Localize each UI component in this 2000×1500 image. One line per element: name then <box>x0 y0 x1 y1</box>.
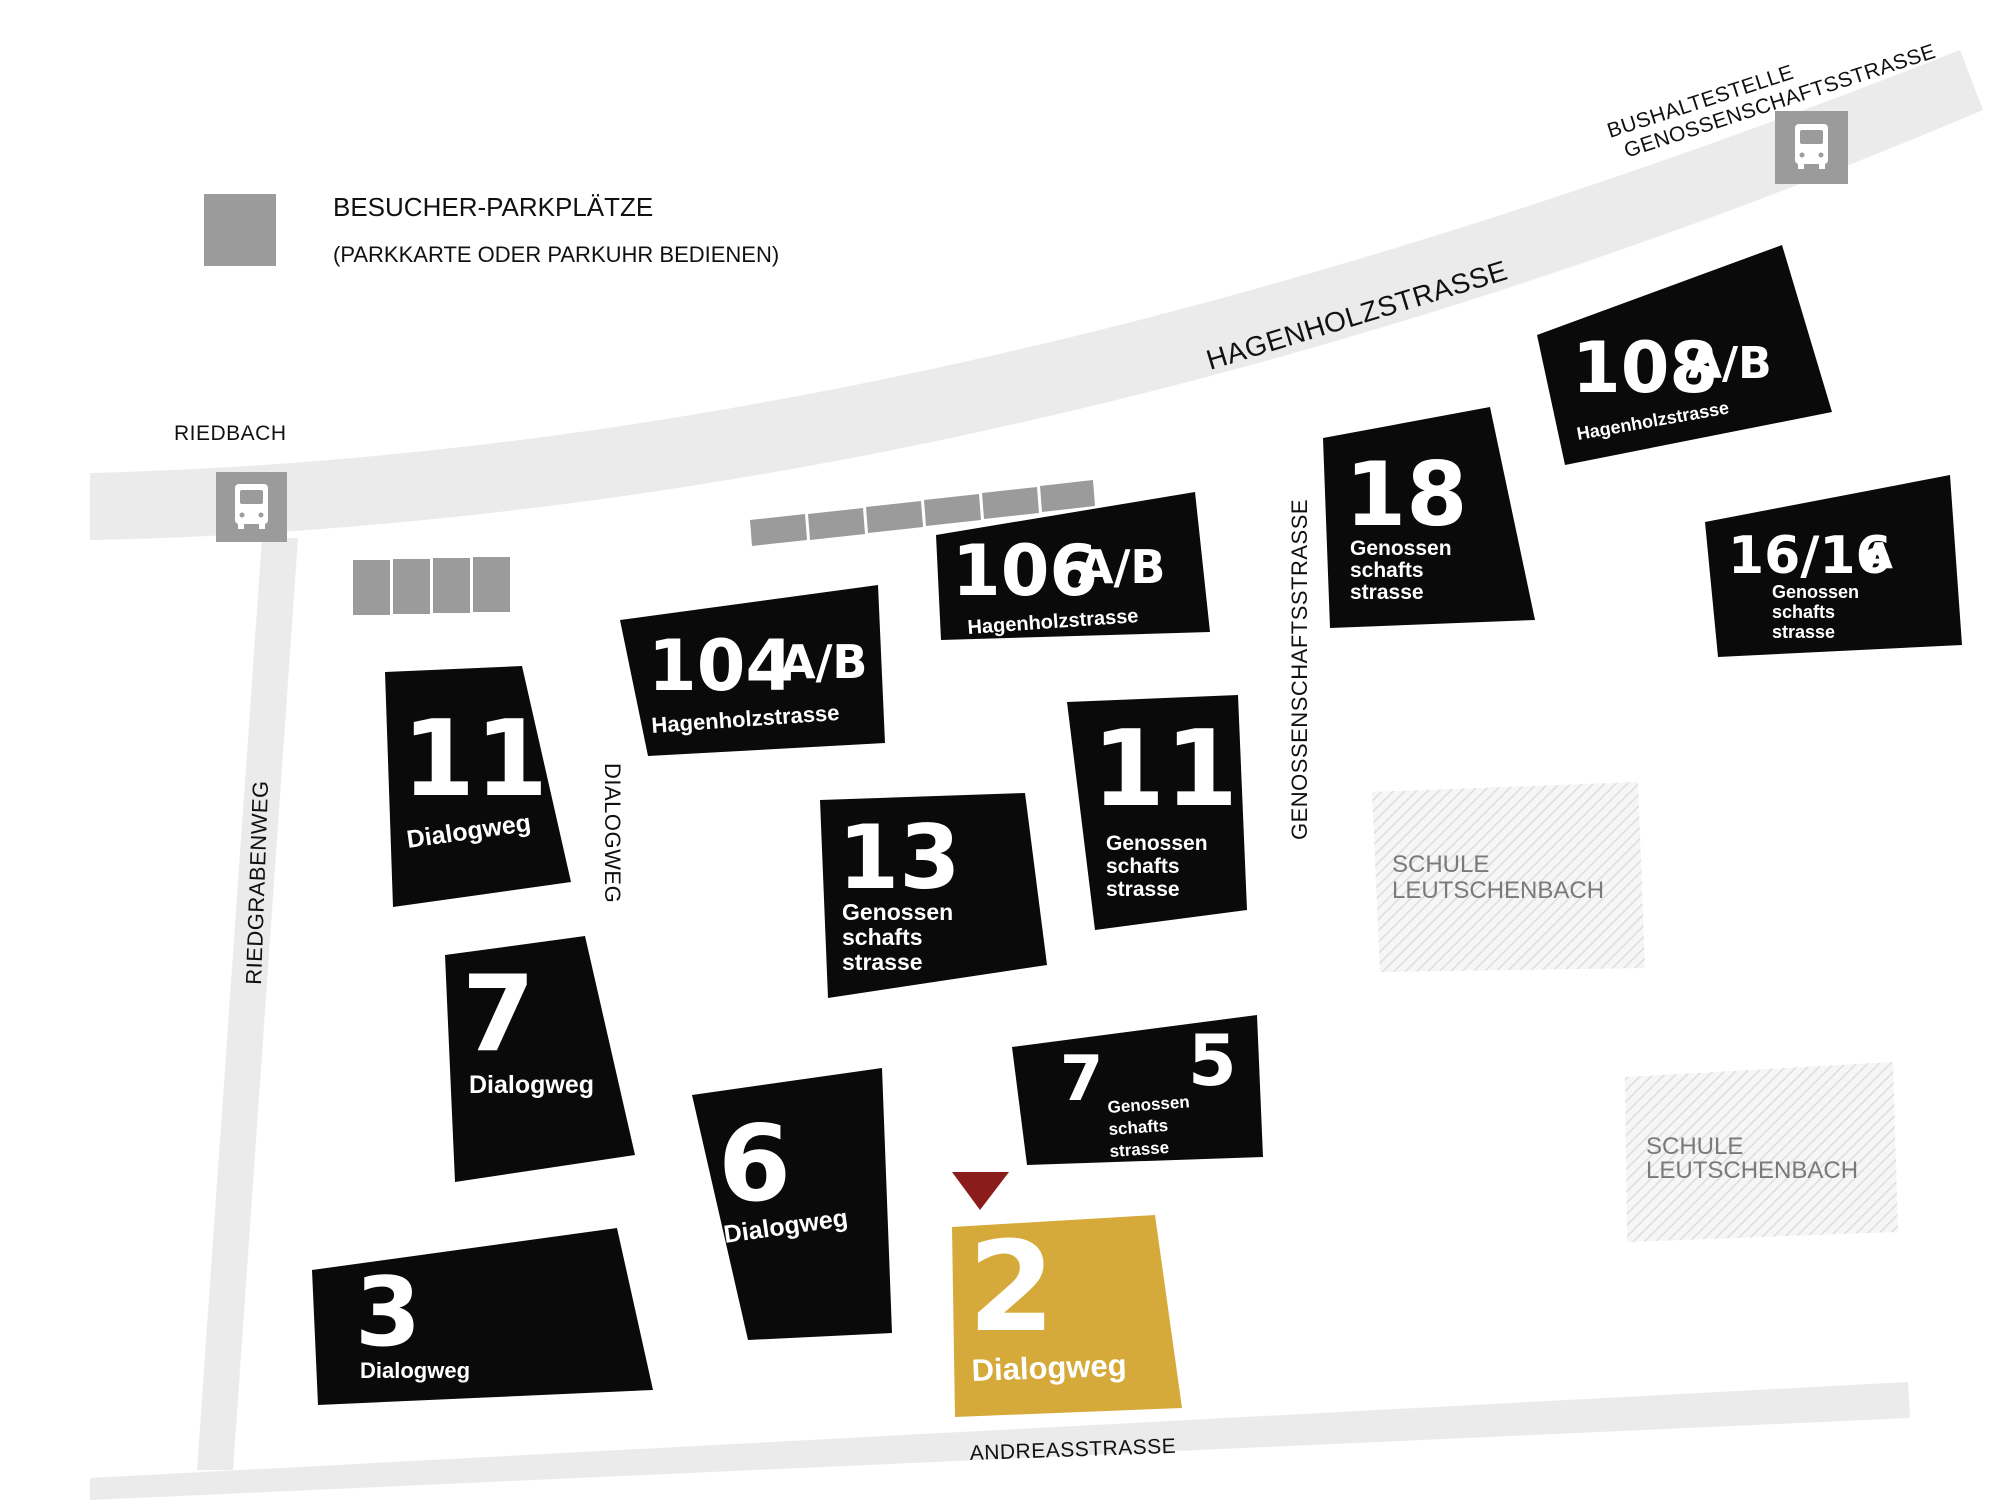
building-number: 3 <box>355 1258 421 1368</box>
bus-stop-riedbach[interactable] <box>216 472 287 542</box>
parking-space <box>808 508 865 540</box>
parking-space <box>866 501 923 533</box>
parking-space <box>924 494 981 526</box>
building-street-line2: schafts <box>842 924 923 950</box>
building-shape <box>1012 1015 1263 1165</box>
school-area <box>1372 782 1645 972</box>
legend-title: BESUCHER-PARKPLÄTZE <box>333 192 653 222</box>
legend-parking-swatch <box>204 194 276 266</box>
building-shape <box>692 1068 892 1340</box>
building-shape <box>1067 695 1247 930</box>
building-street-line1: Genossen <box>1350 537 1452 560</box>
building-street-line3: strasse <box>1350 581 1424 604</box>
building-shape <box>445 936 635 1182</box>
school-label-line2: LEUTSCHENBACH <box>1392 877 1604 904</box>
building-106ab[interactable]: 106 A/B Hagenholzstrasse <box>936 492 1210 640</box>
building-number: 104 <box>648 625 794 707</box>
road-andreasstrasse <box>90 1382 1910 1500</box>
building-shape <box>1537 245 1832 465</box>
building-number: 18 <box>1345 443 1467 546</box>
building-number: 13 <box>838 806 960 909</box>
building-7-dialogweg[interactable]: 7 Dialogweg <box>445 936 635 1182</box>
building-2-dialogweg-highlighted[interactable]: 2 Dialogweg <box>952 1215 1182 1417</box>
building-street-line3: strasse <box>1772 622 1835 642</box>
legend-subtitle: (PARKKARTE ODER PARKUHR BEDIENEN) <box>333 242 779 267</box>
parking-space <box>982 487 1039 519</box>
bus-icon <box>1795 124 1828 169</box>
parking-space <box>1040 480 1095 512</box>
building-11-genossenschaftsstrasse[interactable]: 11 Genossen schafts strasse <box>1067 695 1247 930</box>
building-13[interactable]: 13 Genossen schafts strasse <box>820 793 1047 998</box>
parking-row-top <box>750 480 1095 546</box>
bus-icon <box>235 484 268 529</box>
building-shape <box>1705 475 1962 657</box>
building-street-line1: Genossen <box>842 899 953 925</box>
building-number: 2 <box>968 1215 1055 1360</box>
building-street-line2: schafts <box>1350 559 1424 582</box>
school-leutschenbach-1[interactable]: SCHULE LEUTSCHENBACH <box>1372 782 1645 972</box>
parking-space <box>473 557 510 612</box>
building-street-line3: strasse <box>842 949 923 975</box>
building-shape <box>1323 407 1535 628</box>
building-shape <box>385 666 571 907</box>
building-number: 106 <box>952 530 1098 612</box>
building-street: Dialogweg <box>360 1358 470 1383</box>
building-suffix: A/B <box>1078 540 1165 594</box>
parking-space <box>433 558 470 613</box>
school-leutschenbach-2[interactable]: SCHULE LEUTSCHENBACH <box>1625 1062 1898 1242</box>
building-7-5[interactable]: 7 5 Genossen schafts strasse <box>1012 1015 1263 1165</box>
building-street-line2: schafts <box>1106 855 1180 878</box>
street-label-riedbach: RIEDBACH <box>174 422 287 445</box>
building-street: Dialogweg <box>469 1071 594 1099</box>
building-number-a: 7 <box>1060 1042 1103 1115</box>
location-marker-icon <box>952 1172 1009 1210</box>
building-3-dialogweg[interactable]: 3 Dialogweg <box>312 1228 653 1405</box>
building-number: 108 <box>1572 327 1718 409</box>
school-area <box>1625 1062 1898 1242</box>
building-11-dialogweg[interactable]: 11 Dialogweg <box>385 666 571 907</box>
parking-space <box>750 514 807 546</box>
parking-space <box>393 559 430 614</box>
building-16-16a[interactable]: 16/16 A Genossen schafts strasse <box>1705 475 1962 657</box>
building-number: 6 <box>718 1103 791 1225</box>
parking-row-left <box>353 557 510 615</box>
building-shape <box>620 585 885 756</box>
building-shape <box>820 793 1047 998</box>
building-6-dialogweg[interactable]: 6 Dialogweg <box>692 1068 892 1340</box>
parking-space <box>353 560 390 615</box>
building-18[interactable]: 18 Genossen schafts strasse <box>1323 407 1535 628</box>
building-number: 11 <box>1092 708 1238 830</box>
building-number: 7 <box>462 953 535 1075</box>
building-street-line2: schafts <box>1772 602 1835 622</box>
school-label-line1: SCHULE <box>1646 1133 1743 1160</box>
school-label-line1: SCHULE <box>1392 851 1489 878</box>
street-label-genossenschaftsstrasse: GENOSSENSCHAFTSSTRASSE <box>1287 499 1312 840</box>
building-street-line3: strasse <box>1106 878 1180 901</box>
building-street-line3: strasse <box>1109 1138 1170 1161</box>
street-label-dialogweg: DIALOGWEG <box>600 763 625 903</box>
building-number-b: 5 <box>1188 1020 1237 1102</box>
building-street-line2: schafts <box>1108 1116 1169 1139</box>
building-suffix: A/B <box>1688 338 1772 389</box>
school-label-line2: LEUTSCHENBACH <box>1646 1157 1858 1184</box>
building-street-line1: Genossen <box>1106 832 1208 855</box>
building-shape <box>936 492 1210 640</box>
building-suffix: A <box>1865 536 1893 577</box>
building-108ab[interactable]: 108 A/B Hagenholzstrasse <box>1537 245 1832 465</box>
building-number: 16/16 <box>1728 526 1892 586</box>
building-shape <box>312 1228 653 1405</box>
road-riedgrabenweg <box>197 538 298 1470</box>
building-number: 11 <box>402 698 548 820</box>
building-street-line1: Genossen <box>1772 582 1859 602</box>
building-104ab[interactable]: 104 A/B Hagenholzstrasse <box>620 585 885 756</box>
bus-stop-genossenschaftsstrasse[interactable] <box>1775 111 1848 184</box>
building-shape <box>952 1215 1182 1417</box>
building-suffix: A/B <box>780 635 867 689</box>
building-street: Dialogweg <box>971 1348 1127 1388</box>
